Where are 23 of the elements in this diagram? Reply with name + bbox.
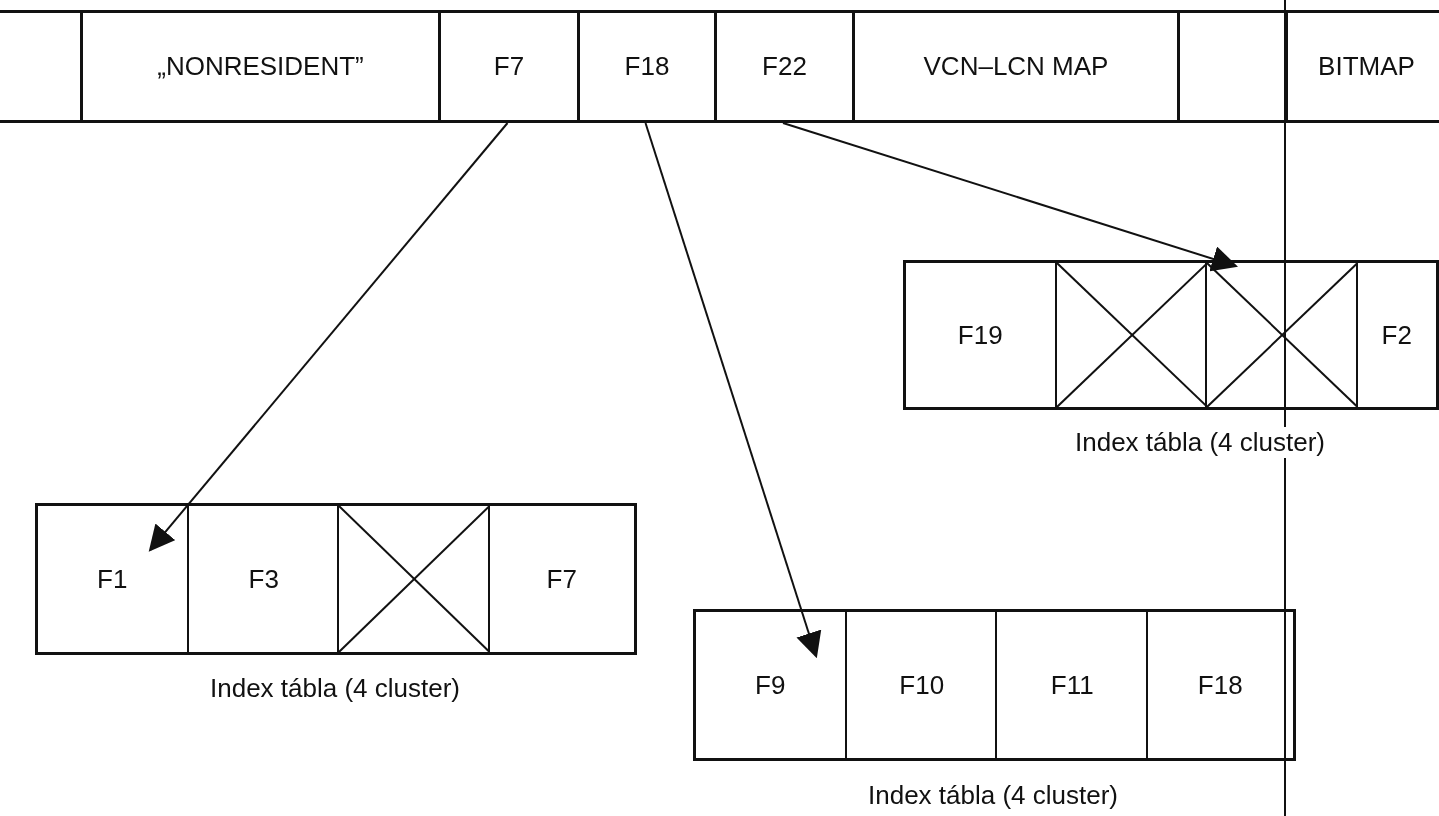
arrow (644, 122, 822, 659)
record-field: VCN–LCN MAP (852, 10, 1177, 123)
table-entry: F10 (844, 612, 997, 758)
index-table (693, 609, 1296, 761)
table-entry: F7 (487, 506, 634, 652)
arrow (148, 122, 509, 552)
index-table (35, 503, 637, 655)
record-field: F22 (714, 10, 852, 123)
record-field: F7 (438, 10, 577, 123)
table-entry: F3 (186, 506, 339, 652)
table-entry: F11 (995, 612, 1148, 758)
table-entry: F19 (904, 263, 1057, 407)
empty-slot (1054, 263, 1207, 407)
table-entry: F1 (36, 506, 189, 652)
record-field: F18 (577, 10, 714, 123)
table-caption: Index tábla (4 cluster) (1075, 427, 1325, 458)
index-table (903, 260, 1439, 410)
table-entry: F2 (1355, 263, 1436, 407)
arrow (782, 122, 1238, 272)
empty-slot (337, 506, 490, 652)
empty-slot (0, 10, 80, 123)
record-field: „NONRESIDENT” (80, 10, 438, 123)
table-entry: F9 (694, 612, 847, 758)
